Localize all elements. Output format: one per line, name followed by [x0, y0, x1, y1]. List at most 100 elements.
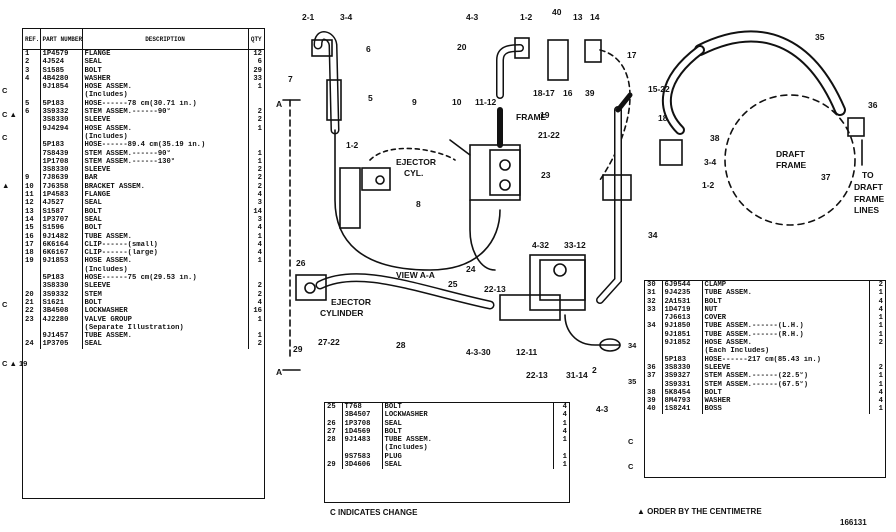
ref-no-cell	[23, 274, 41, 283]
draft-frame-label-1: DRAFT	[776, 149, 806, 159]
ref-no-cell: 5	[23, 99, 41, 109]
ref-no-cell	[23, 124, 41, 133]
ref-no-cell: 3	[23, 66, 41, 75]
qty-cell: 2	[878, 363, 883, 372]
qty-cell: 1	[562, 461, 567, 470]
margin-mark: C	[2, 133, 8, 143]
qty-cell: 1	[878, 380, 883, 389]
qty-cell: 1	[878, 372, 883, 381]
section-label-top: A	[276, 99, 282, 109]
view-leader-a	[369, 147, 456, 161]
flange-1-2-right	[659, 139, 683, 166]
part-number-cell: 3S9327	[662, 372, 703, 381]
frame-label: FRAME	[516, 112, 547, 122]
part-number-cell: 2A1531	[662, 297, 703, 306]
qty-cell: 4	[878, 388, 883, 397]
part-number-cell: 3S9332	[40, 108, 83, 117]
callout-number: 23	[541, 170, 551, 180]
callout-number: 37	[821, 172, 831, 182]
qty-cell: 1	[878, 314, 883, 323]
qty-cell: 14	[253, 207, 262, 216]
part-number-cell: 8M4793	[662, 397, 703, 406]
part-number-cell: 3S9332	[40, 290, 83, 299]
part-number-cell	[40, 323, 83, 333]
callout-number: 39	[585, 88, 595, 98]
part-number-cell: 9J1483	[342, 436, 383, 445]
description-cell: SLEEVE	[82, 166, 249, 175]
description-cell: TUBE ASSEM.	[702, 289, 870, 298]
part-number-cell: 1P4579	[40, 49, 83, 59]
callout-number: 18	[658, 113, 668, 123]
description-cell: BOLT	[82, 66, 249, 75]
callout-number: 18-17	[533, 88, 555, 98]
callout-number: 8	[416, 199, 421, 209]
ref-no-cell: 30	[645, 281, 663, 290]
callout-number: 4-3	[596, 404, 609, 414]
ref-no-cell	[325, 411, 343, 420]
qty-cell: 4	[257, 249, 262, 258]
qty-cell: 2	[257, 182, 262, 191]
to-draft-label-1: TO	[862, 170, 874, 180]
ref-no-cell	[23, 265, 41, 275]
part-number-cell: 9J1850	[662, 322, 703, 331]
ref-no-cell: 15	[23, 224, 41, 233]
ref-no-cell: 19	[23, 257, 41, 266]
qty-cell: 1	[257, 124, 262, 133]
ejector-cylinder-port	[304, 282, 316, 294]
ref-no-cell	[23, 323, 41, 333]
margin-mark: 34	[628, 340, 637, 350]
ref-no-cell: 28	[325, 436, 343, 445]
table-row: (Includes)	[23, 265, 264, 275]
part-number-cell: 1D4719	[662, 305, 703, 315]
ref-no-cell	[645, 330, 663, 340]
ref-no-cell: 23	[23, 315, 41, 324]
valve-port-2	[499, 179, 511, 191]
ref-no-cell: 37	[645, 372, 663, 381]
part-number-cell: 3S8330	[40, 116, 83, 125]
part-number-cell	[342, 444, 383, 453]
part-number-cell: 1P4583	[40, 191, 83, 200]
description-cell: WASHER	[82, 74, 249, 84]
qty-cell: 2	[257, 166, 262, 175]
qty-cell: 1	[562, 436, 567, 445]
callout-number: 1-2	[520, 12, 533, 22]
ref-no-cell: 25	[325, 403, 343, 412]
description-cell: BOLT	[382, 427, 554, 437]
qty-cell: 1	[257, 157, 262, 166]
ref-no-cell	[23, 116, 41, 125]
valve-lower-port	[553, 263, 567, 277]
valve-lower-body	[539, 259, 586, 301]
ref-no-cell: 9	[23, 174, 41, 183]
margin-mark: C	[628, 461, 634, 471]
qty-cell: 3	[257, 215, 262, 224]
part-number-cell: 1D4569	[342, 427, 383, 437]
bracket-9	[449, 139, 471, 156]
fitting-17	[615, 92, 633, 113]
part-number-cell	[40, 265, 83, 275]
callout-number: 16	[563, 88, 573, 98]
qty-cell: 4	[257, 298, 262, 307]
callout-number: 2-1	[302, 12, 315, 22]
qty-cell: 2	[257, 290, 262, 299]
margin-mark: 35	[628, 376, 637, 386]
qty-cell: 1	[878, 289, 883, 298]
callout-number: 12-11	[516, 347, 538, 357]
ref-no-cell	[23, 83, 41, 92]
callout-number: 11-12	[475, 97, 497, 107]
callout-number: 4-32	[532, 240, 549, 250]
